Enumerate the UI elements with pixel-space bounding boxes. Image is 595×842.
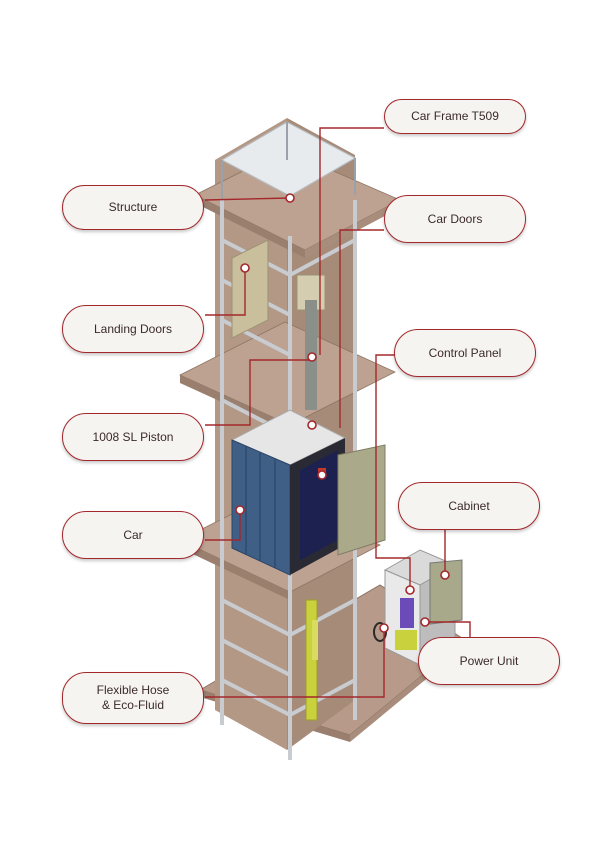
middle-slab bbox=[179, 321, 396, 426]
callout-car-frame: Car Frame T509 bbox=[384, 99, 526, 134]
marker-car-frame bbox=[307, 352, 317, 362]
marker-hose bbox=[379, 623, 389, 633]
marker-landing-doors bbox=[240, 263, 250, 273]
marker-cabinet bbox=[440, 570, 450, 580]
marker-car-doors bbox=[317, 470, 327, 480]
callout-power-unit: Power Unit bbox=[418, 637, 560, 685]
callout-car-doors: Car Doors bbox=[384, 195, 526, 243]
callout-landing-doors: Landing Doors bbox=[62, 305, 204, 353]
car-door-opening bbox=[300, 450, 338, 560]
marker-control-panel bbox=[405, 585, 415, 595]
marker-power-unit bbox=[420, 617, 430, 627]
landing-door-panel bbox=[231, 239, 269, 339]
marker-piston bbox=[307, 420, 317, 430]
callout-car: Car bbox=[62, 511, 204, 559]
marker-car bbox=[235, 505, 245, 515]
callout-cabinet: Cabinet bbox=[398, 482, 540, 530]
leader-lines bbox=[204, 127, 471, 698]
callout-control-panel: Control Panel bbox=[394, 329, 536, 377]
callout-structure: Structure bbox=[62, 185, 204, 230]
marker-structure bbox=[285, 193, 295, 203]
callout-piston: 1008 SL Piston bbox=[62, 413, 204, 461]
callout-hose: Flexible Hose & Eco-Fluid bbox=[62, 672, 204, 724]
open-door-leaf bbox=[337, 444, 386, 556]
